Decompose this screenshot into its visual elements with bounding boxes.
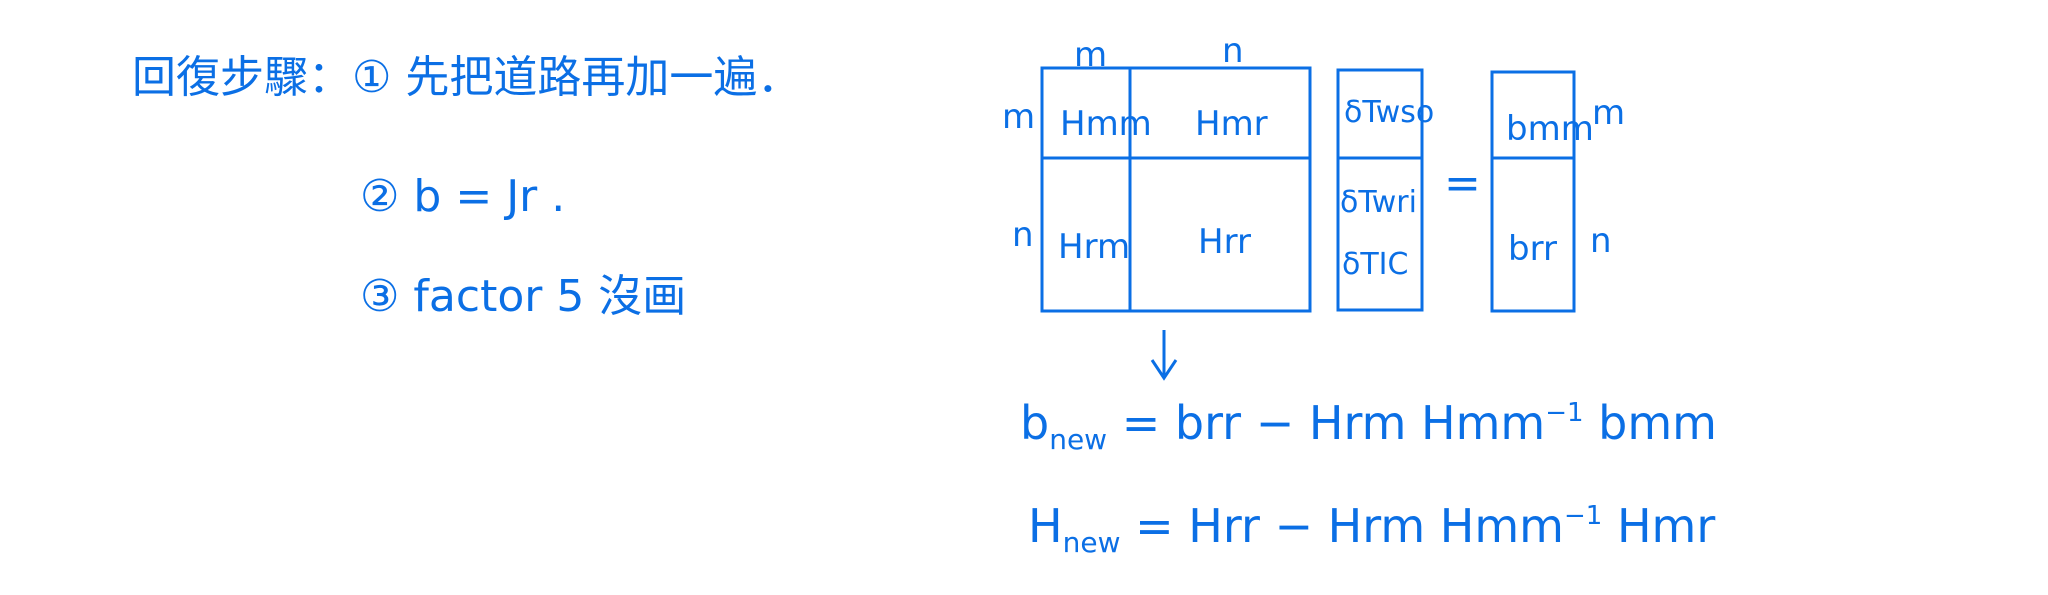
eq-h-lhs-sub: new — [1062, 526, 1121, 559]
equation-h-new: Hnew = Hrr − Hrm Hmm−1 Hmr — [1028, 503, 1715, 557]
matrix-cell-hmm: Hmm — [1060, 104, 1152, 144]
vector-b-cell-brr: brr — [1508, 229, 1557, 269]
vector-b-cell-bmm: bmm — [1506, 109, 1594, 149]
delta-cell-3: δTIC — [1342, 247, 1409, 282]
delta-cell-2: δTwri — [1340, 185, 1417, 220]
eq-h-lhs: H — [1028, 499, 1063, 553]
eq-b-rhs-pre: = brr − Hrm Hmm — [1121, 396, 1546, 450]
equation-b-new: bnew = brr − Hrm Hmm−1 bmm — [1020, 400, 1717, 454]
matrix-col-label-m: m — [1074, 35, 1108, 75]
matrix-cell-hrm: Hrm — [1058, 227, 1131, 267]
matrix-cell-hmr: Hmr — [1195, 104, 1268, 144]
equals-sign: = — [1444, 158, 1481, 209]
eq-h-rhs-pre: = Hrr − Hrm Hmm — [1135, 499, 1564, 553]
matrix-col-label-n: n — [1222, 31, 1244, 71]
eq-b-lhs: b — [1020, 396, 1050, 450]
note-line-2: ② b = Jr . — [360, 171, 566, 222]
vector-b-label-m: m — [1592, 93, 1626, 133]
note-line-1: 回復步驟：① 先把道路再加一遍． — [132, 52, 802, 103]
matrix-row-label-m: m — [1002, 97, 1036, 137]
eq-b-rhs-sup: −1 — [1545, 398, 1584, 428]
eq-h-rhs-sup: −1 — [1564, 501, 1603, 531]
eq-b-lhs-sub: new — [1049, 423, 1108, 456]
eq-h-rhs-post: Hmr — [1602, 499, 1716, 553]
matrix-cell-hrr: Hrr — [1198, 222, 1251, 262]
delta-cell-1: δTwso — [1344, 95, 1435, 130]
vector-b-label-n: n — [1590, 221, 1612, 261]
matrix-row-label-n: n — [1012, 215, 1034, 255]
note-line-3: ③ factor 5 沒画 — [360, 271, 687, 322]
eq-b-rhs-post: bmm — [1583, 396, 1717, 450]
